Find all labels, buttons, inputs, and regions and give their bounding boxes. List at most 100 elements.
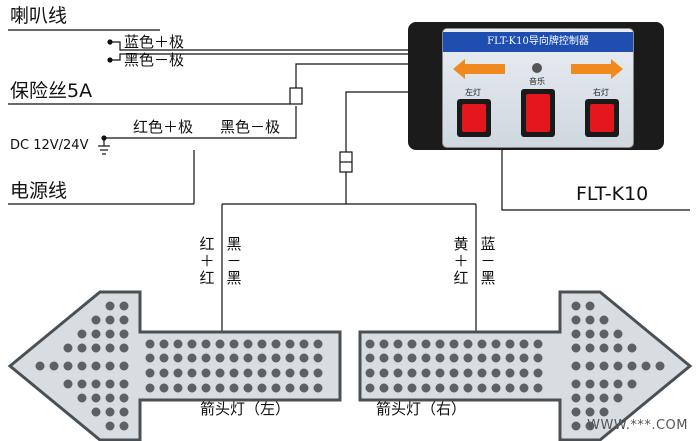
led-dot: [599, 407, 609, 417]
led-dot: [91, 407, 101, 417]
power-wire-label: 电源线: [10, 180, 68, 202]
led-dot: [613, 329, 623, 339]
left-led-indicator: [453, 59, 505, 79]
led-dot: [421, 368, 431, 378]
led-dot: [505, 368, 515, 378]
led-dot: [187, 383, 197, 393]
led-dot: [477, 368, 487, 378]
fuse-label: 保险丝5A: [10, 80, 93, 102]
led-dot: [77, 343, 87, 353]
led-dot: [173, 353, 183, 363]
led-dot: [91, 379, 101, 389]
left-wire-col1: 红＋红: [199, 235, 215, 287]
led-dot: [463, 368, 473, 378]
led-dot: [393, 368, 403, 378]
led-dot: [173, 339, 183, 349]
led-dot: [599, 393, 609, 403]
dc-power-label: DC 12V/24V: [10, 138, 89, 153]
controller-panel: FLT-K10导向牌控制器 音乐 左灯 右灯: [442, 28, 634, 148]
led-dot: [285, 368, 295, 378]
red-positive-label: 红色＋极: [133, 118, 194, 136]
led-dot: [613, 393, 623, 403]
led-dot: [313, 368, 323, 378]
led-dot: [285, 339, 295, 349]
led-dot: [187, 353, 197, 363]
led-dot: [299, 383, 309, 393]
led-dot: [613, 361, 623, 371]
led-dot: [105, 361, 115, 371]
led-dot: [407, 368, 417, 378]
led-dot: [533, 368, 543, 378]
led-dot: [393, 383, 403, 393]
led-dot: [477, 383, 487, 393]
led-dot: [571, 421, 581, 431]
music-switch[interactable]: [521, 89, 555, 137]
led-dot: [491, 383, 501, 393]
led-dot: [313, 383, 323, 393]
blue-positive-label: 蓝色＋极: [124, 33, 185, 51]
led-dot: [187, 368, 197, 378]
led-dot: [229, 353, 239, 363]
led-dot: [91, 315, 101, 325]
left-light-label: 左灯: [465, 88, 481, 97]
led-dot: [599, 361, 609, 371]
horn-wire-black: [110, 53, 440, 61]
left-wire-col2: 黑－黑: [226, 235, 242, 287]
led-dot: [257, 339, 267, 349]
led-dot: [91, 361, 101, 371]
led-dot: [257, 383, 267, 393]
led-dot: [585, 393, 595, 403]
left-light-switch[interactable]: [457, 99, 491, 137]
controller-title: FLT-K10导向牌控制器: [443, 32, 633, 52]
led-dot: [49, 361, 59, 371]
led-dot: [91, 393, 101, 403]
led-dot: [407, 353, 417, 363]
music-label: 音乐: [529, 77, 545, 86]
led-dot: [379, 383, 389, 393]
led-dot: [365, 383, 375, 393]
led-dot: [35, 361, 45, 371]
led-dot: [201, 383, 211, 393]
horn-wire-blue: [110, 41, 440, 51]
led-dot: [105, 301, 115, 311]
music-button-icon[interactable]: [532, 63, 542, 73]
led-dot: [585, 361, 595, 371]
led-dot: [271, 368, 281, 378]
led-dot: [585, 315, 595, 325]
led-dot: [613, 379, 623, 389]
led-dot: [105, 421, 115, 431]
led-dot: [379, 353, 389, 363]
led-dot: [119, 301, 129, 311]
right-led-indicator: [571, 59, 623, 79]
led-dot: [421, 353, 431, 363]
led-dot: [119, 361, 129, 371]
led-dot: [313, 339, 323, 349]
led-dot: [119, 315, 129, 325]
led-dot: [585, 301, 595, 311]
led-dot: [585, 329, 595, 339]
led-dot: [449, 339, 459, 349]
led-dot: [105, 343, 115, 353]
right-light-switch[interactable]: [585, 99, 619, 137]
led-dot: [407, 383, 417, 393]
led-dot: [477, 339, 487, 349]
led-dot: [599, 379, 609, 389]
led-dot: [201, 353, 211, 363]
led-dot: [63, 361, 73, 371]
led-dot: [585, 407, 595, 417]
led-dot: [77, 361, 87, 371]
led-dot: [285, 353, 295, 363]
led-dot: [159, 383, 169, 393]
led-dot: [449, 368, 459, 378]
led-dot: [533, 353, 543, 363]
led-dot: [491, 339, 501, 349]
led-dot: [271, 353, 281, 363]
led-dot: [519, 339, 529, 349]
led-dot: [477, 353, 487, 363]
led-dot: [229, 339, 239, 349]
led-dot: [463, 339, 473, 349]
led-dot: [271, 383, 281, 393]
led-dot: [243, 339, 253, 349]
led-dot: [449, 353, 459, 363]
